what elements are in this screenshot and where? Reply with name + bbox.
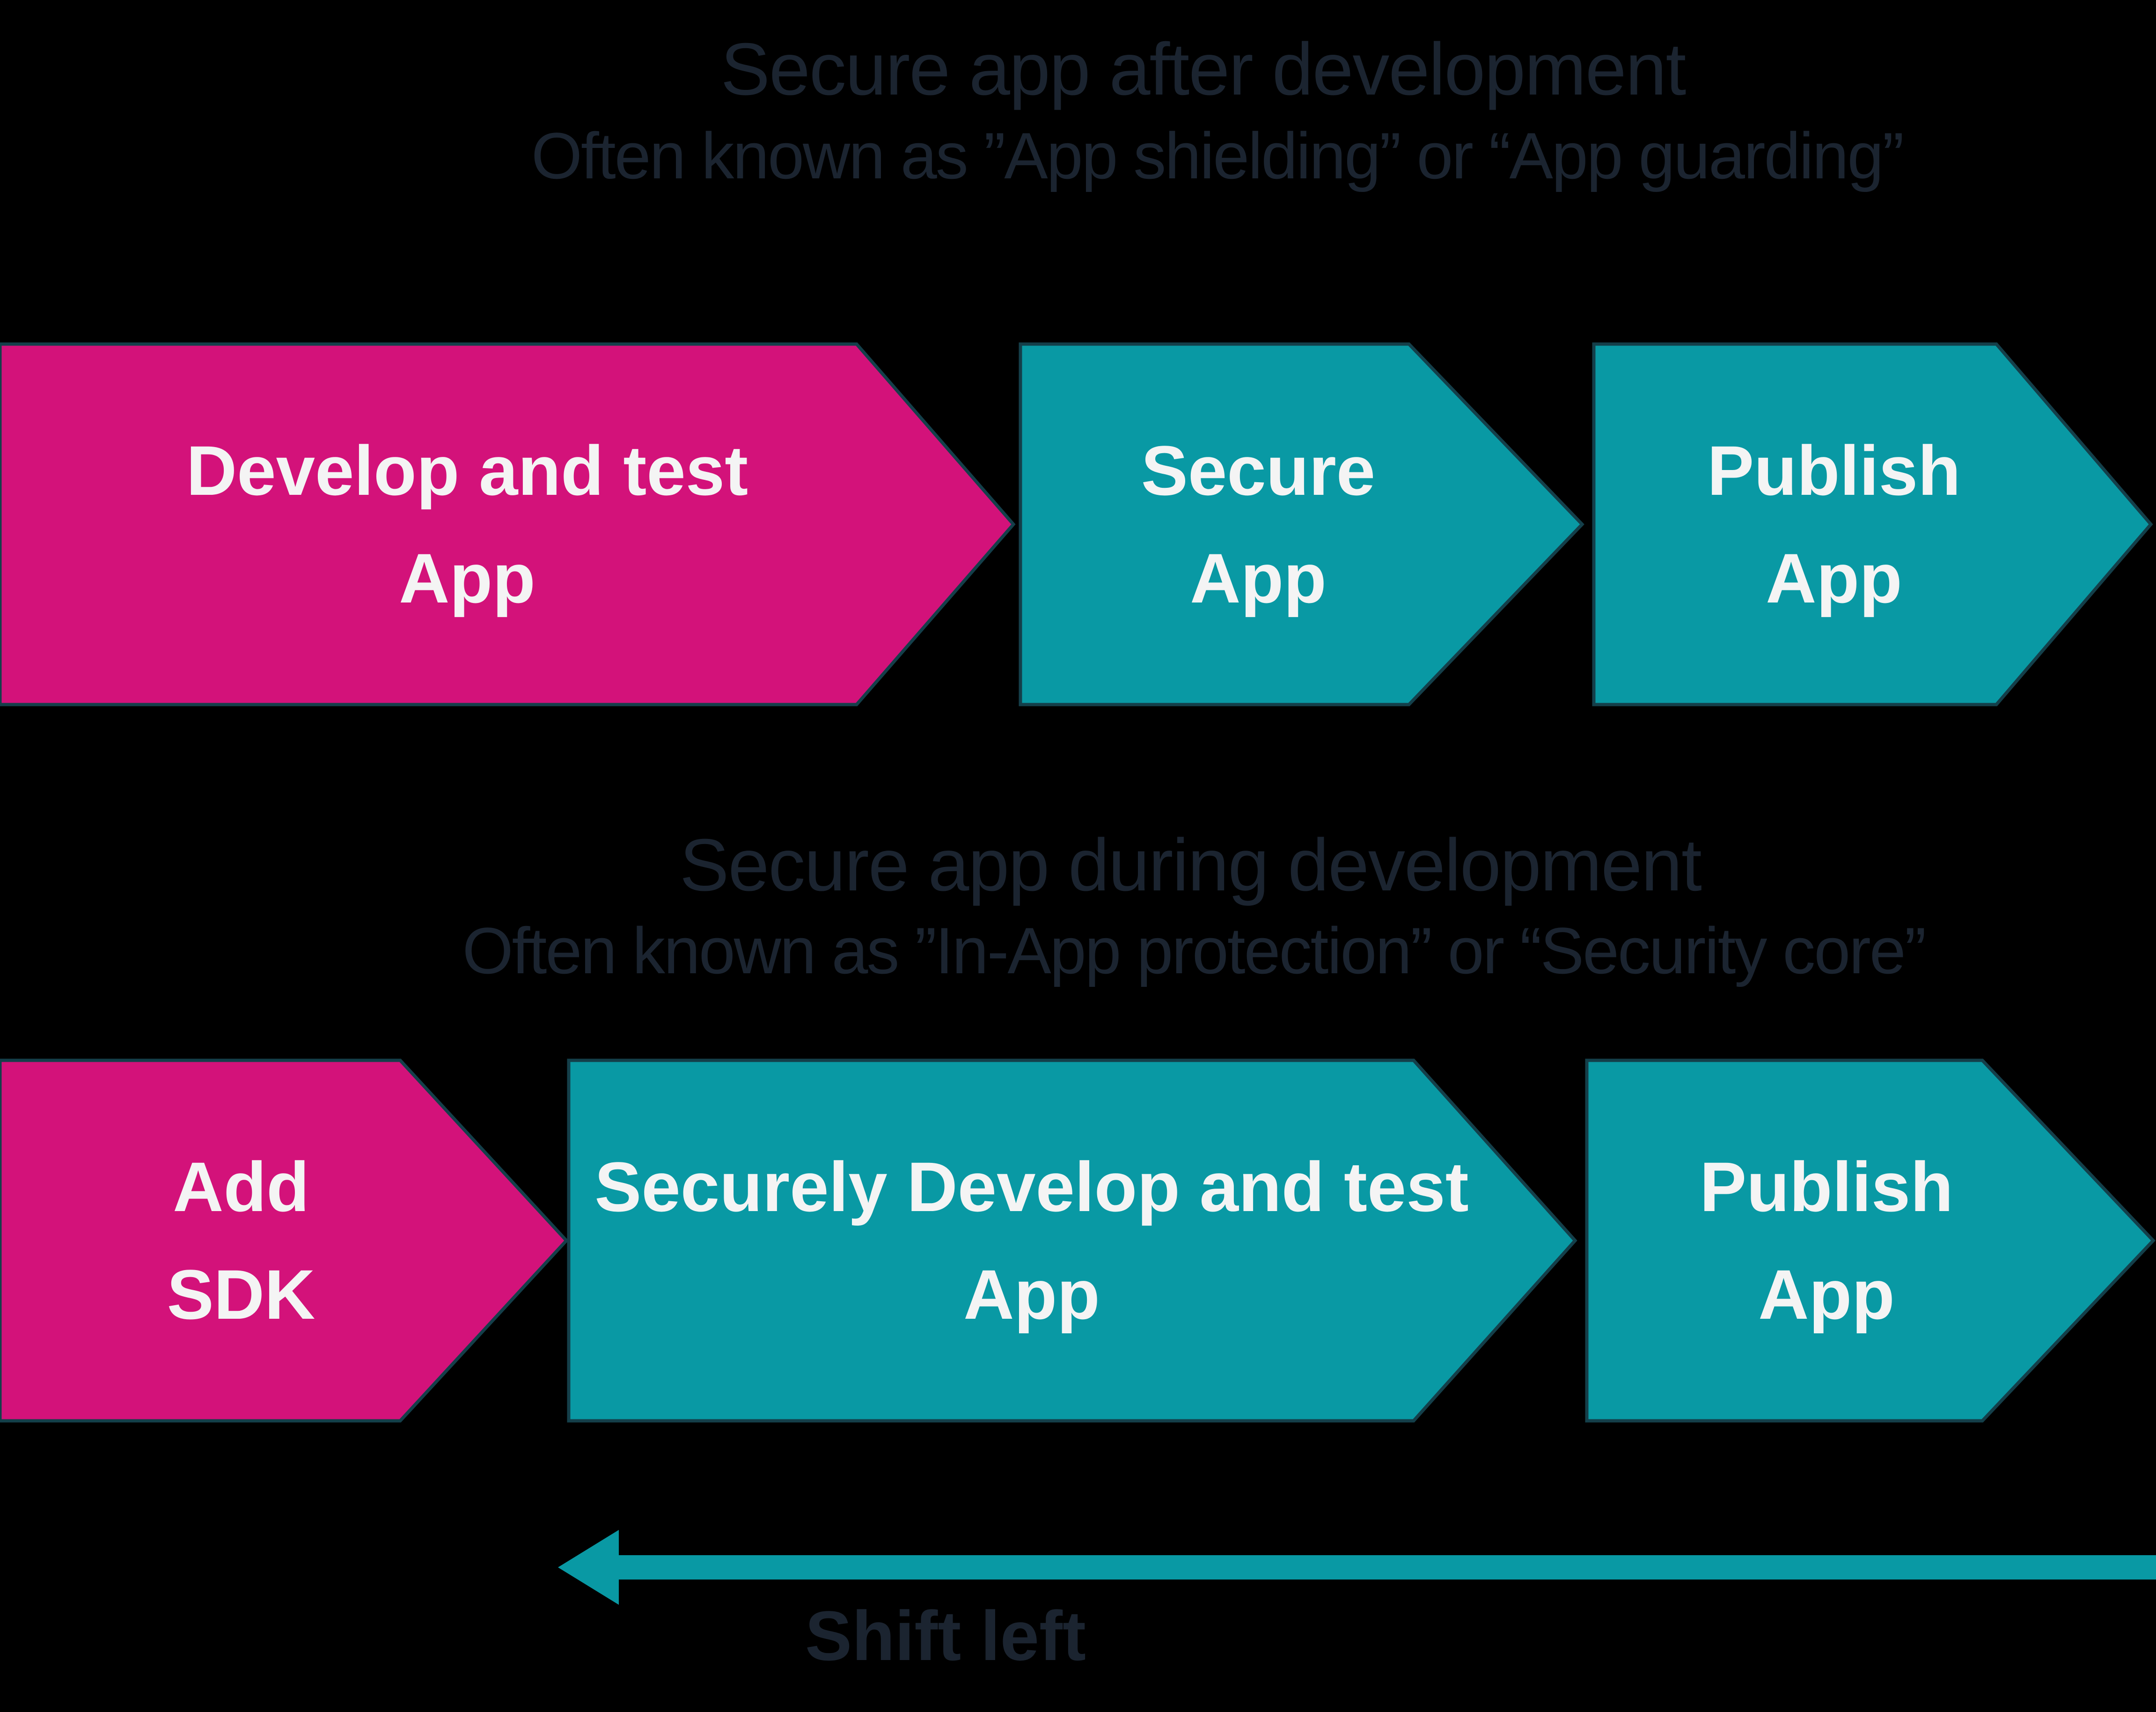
arrow-label-line-2: App: [399, 539, 535, 617]
arrow-label-line-2: SDK: [167, 1255, 315, 1334]
shift-left-label: Shift left: [805, 1596, 1086, 1675]
section-2-title: Secure app during development: [680, 824, 1702, 906]
arrow-label-line-2: App: [963, 1255, 1100, 1334]
arrow-label-line-1: Publish: [1700, 1147, 1953, 1226]
arrow-label-develop-and-test-app: Develop and test App: [186, 417, 748, 632]
arrow-label-line-2: App: [1758, 1255, 1895, 1334]
arrow-shape-develop-and-test-app: [0, 342, 1016, 706]
arrow-shape-securely-develop-and-test-app: [567, 1058, 1577, 1423]
arrow-label-line-1: Develop and test: [186, 431, 748, 510]
arrow-label-line-1: Add: [173, 1147, 309, 1226]
section-2-subtitle: Often known as ”In-App protection” or “S…: [462, 914, 1927, 987]
section-1-subtitle: Often known as ”App shielding” or “App g…: [531, 119, 1904, 192]
arrow-shape-publish-app-bottom: [1585, 1058, 2156, 1423]
arrow-label-add-sdk: Add SDK: [167, 1133, 315, 1348]
arrow-label-line-2: App: [1766, 539, 1902, 617]
arrow-shape-add-sdk: [0, 1058, 569, 1423]
arrow-label-publish-app-top: Publish App: [1707, 417, 1961, 632]
arrow-label-line-1: Secure: [1141, 431, 1376, 510]
shift-left-arrow-line: [616, 1555, 2156, 1580]
arrow-label-secure-app: Secure App: [1141, 417, 1375, 632]
arrow-shape-publish-app-top: [1592, 342, 2153, 706]
arrow-label-line-1: Securely Develop and test: [594, 1147, 1469, 1226]
section-1-title: Secure app after development: [720, 28, 1687, 110]
arrow-label-securely-develop-and-test-app: Securely Develop and test App: [594, 1133, 1468, 1348]
arrow-label-publish-app-bottom: Publish App: [1700, 1133, 1953, 1348]
arrow-shape-secure-app: [1019, 342, 1584, 706]
shift-left-arrow-head-icon: [558, 1530, 619, 1605]
arrow-label-line-1: Publish: [1707, 431, 1961, 510]
arrow-label-line-2: App: [1190, 539, 1327, 617]
